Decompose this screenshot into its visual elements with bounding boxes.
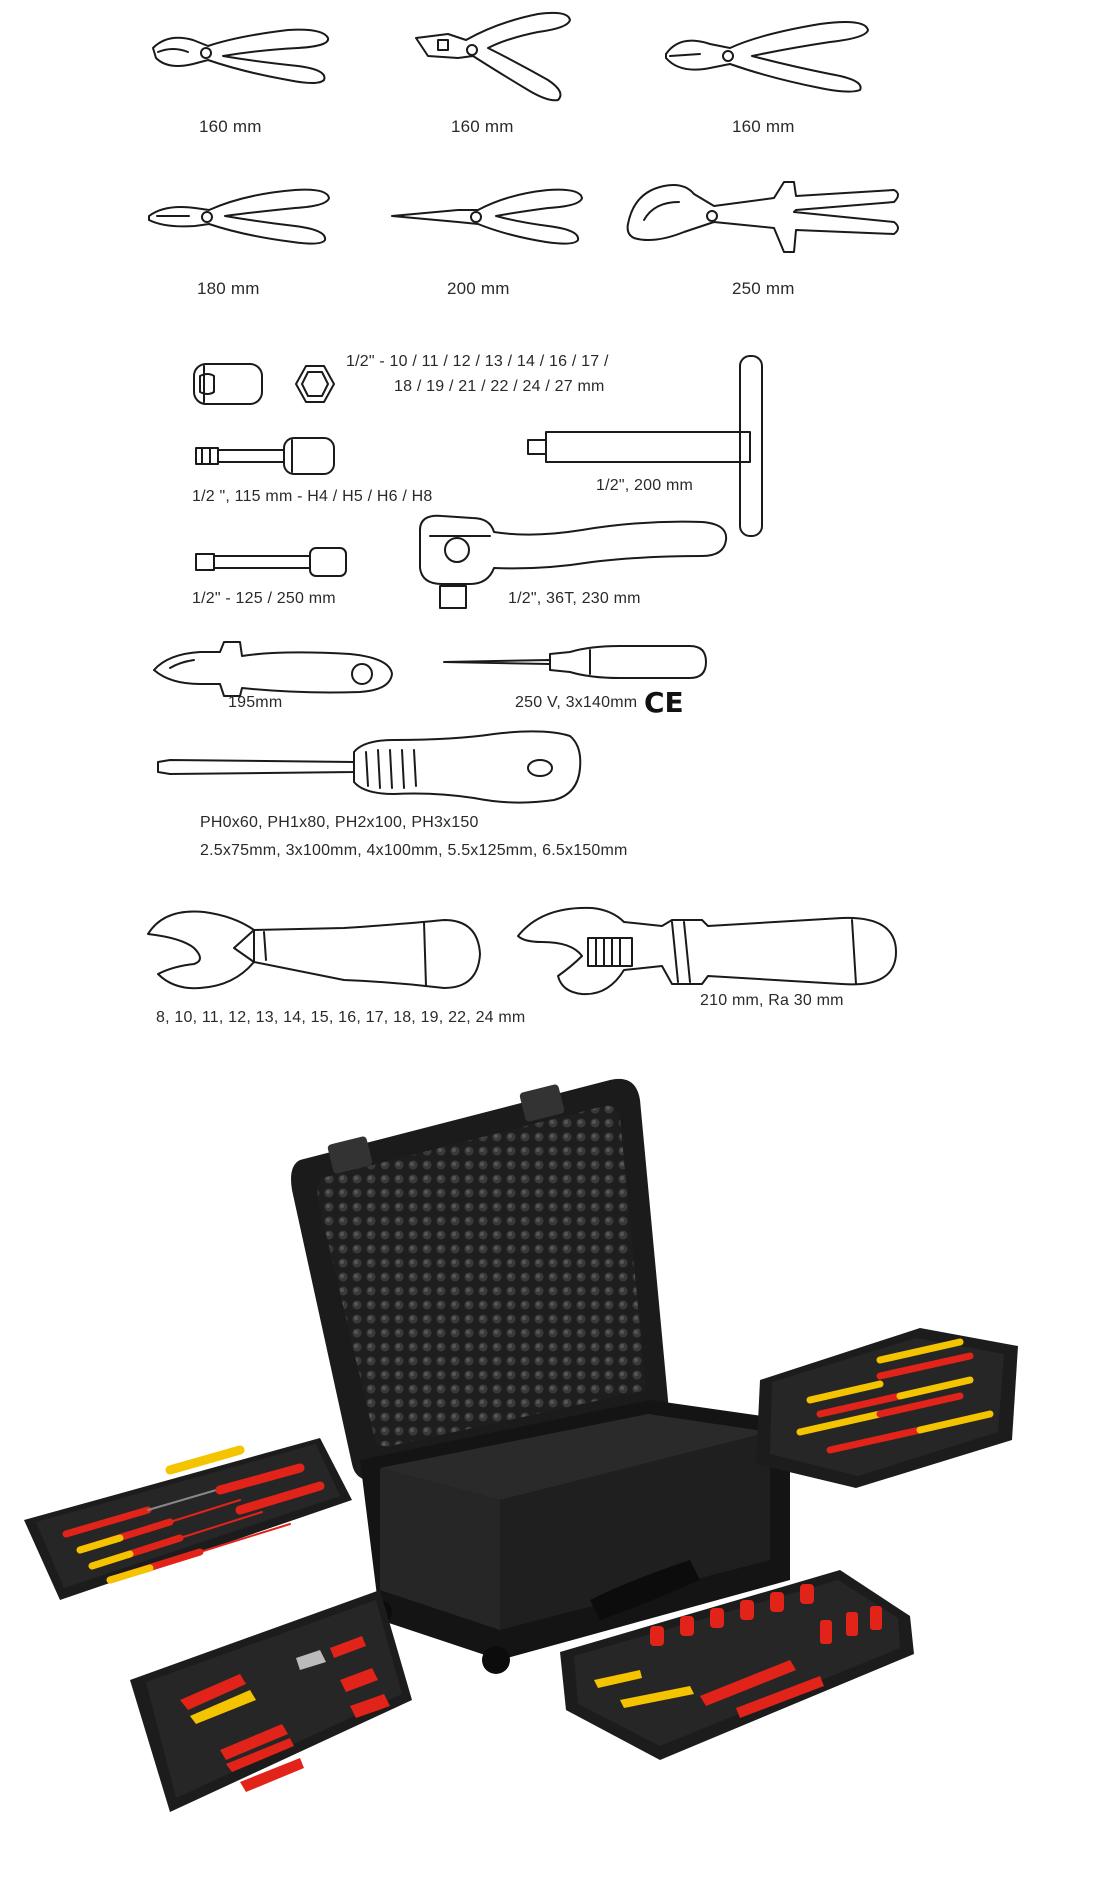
tester-label: 250 V, 3x140mm	[515, 694, 638, 711]
long-nose-pliers-icon	[391, 188, 583, 245]
tray-screwdrivers	[24, 1438, 352, 1600]
tray-wrenches	[756, 1328, 1018, 1488]
adjustable-wrench-icon	[517, 906, 897, 996]
extensions-label: 1/2" - 125 / 250 mm	[192, 590, 336, 607]
combination-pliers-icon	[148, 188, 330, 245]
sockets-sizes-line2: 18 / 19 / 21 / 22 / 24 / 27 mm	[394, 378, 605, 395]
ratchet-label: 1/2", 36T, 230 mm	[508, 590, 641, 607]
ratchet-icon	[419, 514, 728, 609]
screwdrivers-line2: 2.5x75mm, 3x100mm, 4x100mm, 5.5x125mm, 6…	[200, 842, 628, 859]
socket-icon	[193, 363, 335, 405]
voltage-tester-icon	[443, 645, 707, 679]
plier-size-label: 200 mm	[447, 279, 510, 298]
sockets-sizes-line1: 1/2" - 10 / 11 / 12 / 13 / 14 / 16 / 17 …	[346, 353, 609, 370]
cable-cutter-icon	[152, 28, 330, 84]
t-handle-icon	[527, 355, 763, 537]
wire-stripper-icon	[415, 11, 571, 102]
knife-label: 195mm	[228, 694, 283, 711]
cable-knife-icon	[153, 641, 393, 697]
tray-sockets	[560, 1570, 914, 1760]
tool-case-photo	[24, 1078, 1018, 1812]
diagonal-cutter-icon	[665, 21, 869, 93]
adjustable-wrench-label: 210 mm, Ra 30 mm	[700, 992, 844, 1009]
ce-mark: CE	[644, 686, 684, 719]
plier-size-label: 160 mm	[451, 117, 514, 136]
hex-bit-socket-icon	[195, 437, 335, 475]
extension-bar-icon	[195, 547, 347, 577]
plier-size-label: 250 mm	[732, 279, 795, 298]
screwdrivers-line1: PH0x60, PH1x80, PH2x100, PH3x150	[200, 814, 479, 831]
case-base	[360, 1400, 790, 1674]
t-handle-label: 1/2", 200 mm	[596, 477, 694, 494]
tray-pliers	[130, 1590, 412, 1812]
open-wrenches-label: 8, 10, 11, 12, 13, 14, 15, 16, 17, 18, 1…	[156, 1009, 526, 1026]
plier-size-label: 160 mm	[199, 117, 262, 136]
plier-size-label: 160 mm	[732, 117, 795, 136]
hex-bits-label: 1/2 ", 115 mm - H4 / H5 / H6 / H8	[192, 488, 433, 505]
case-lid	[291, 1078, 669, 1481]
screwdriver-icon	[157, 730, 582, 804]
open-end-wrench-icon	[147, 910, 481, 990]
water-pump-pliers-icon	[626, 181, 899, 253]
plier-size-label: 180 mm	[197, 279, 260, 298]
